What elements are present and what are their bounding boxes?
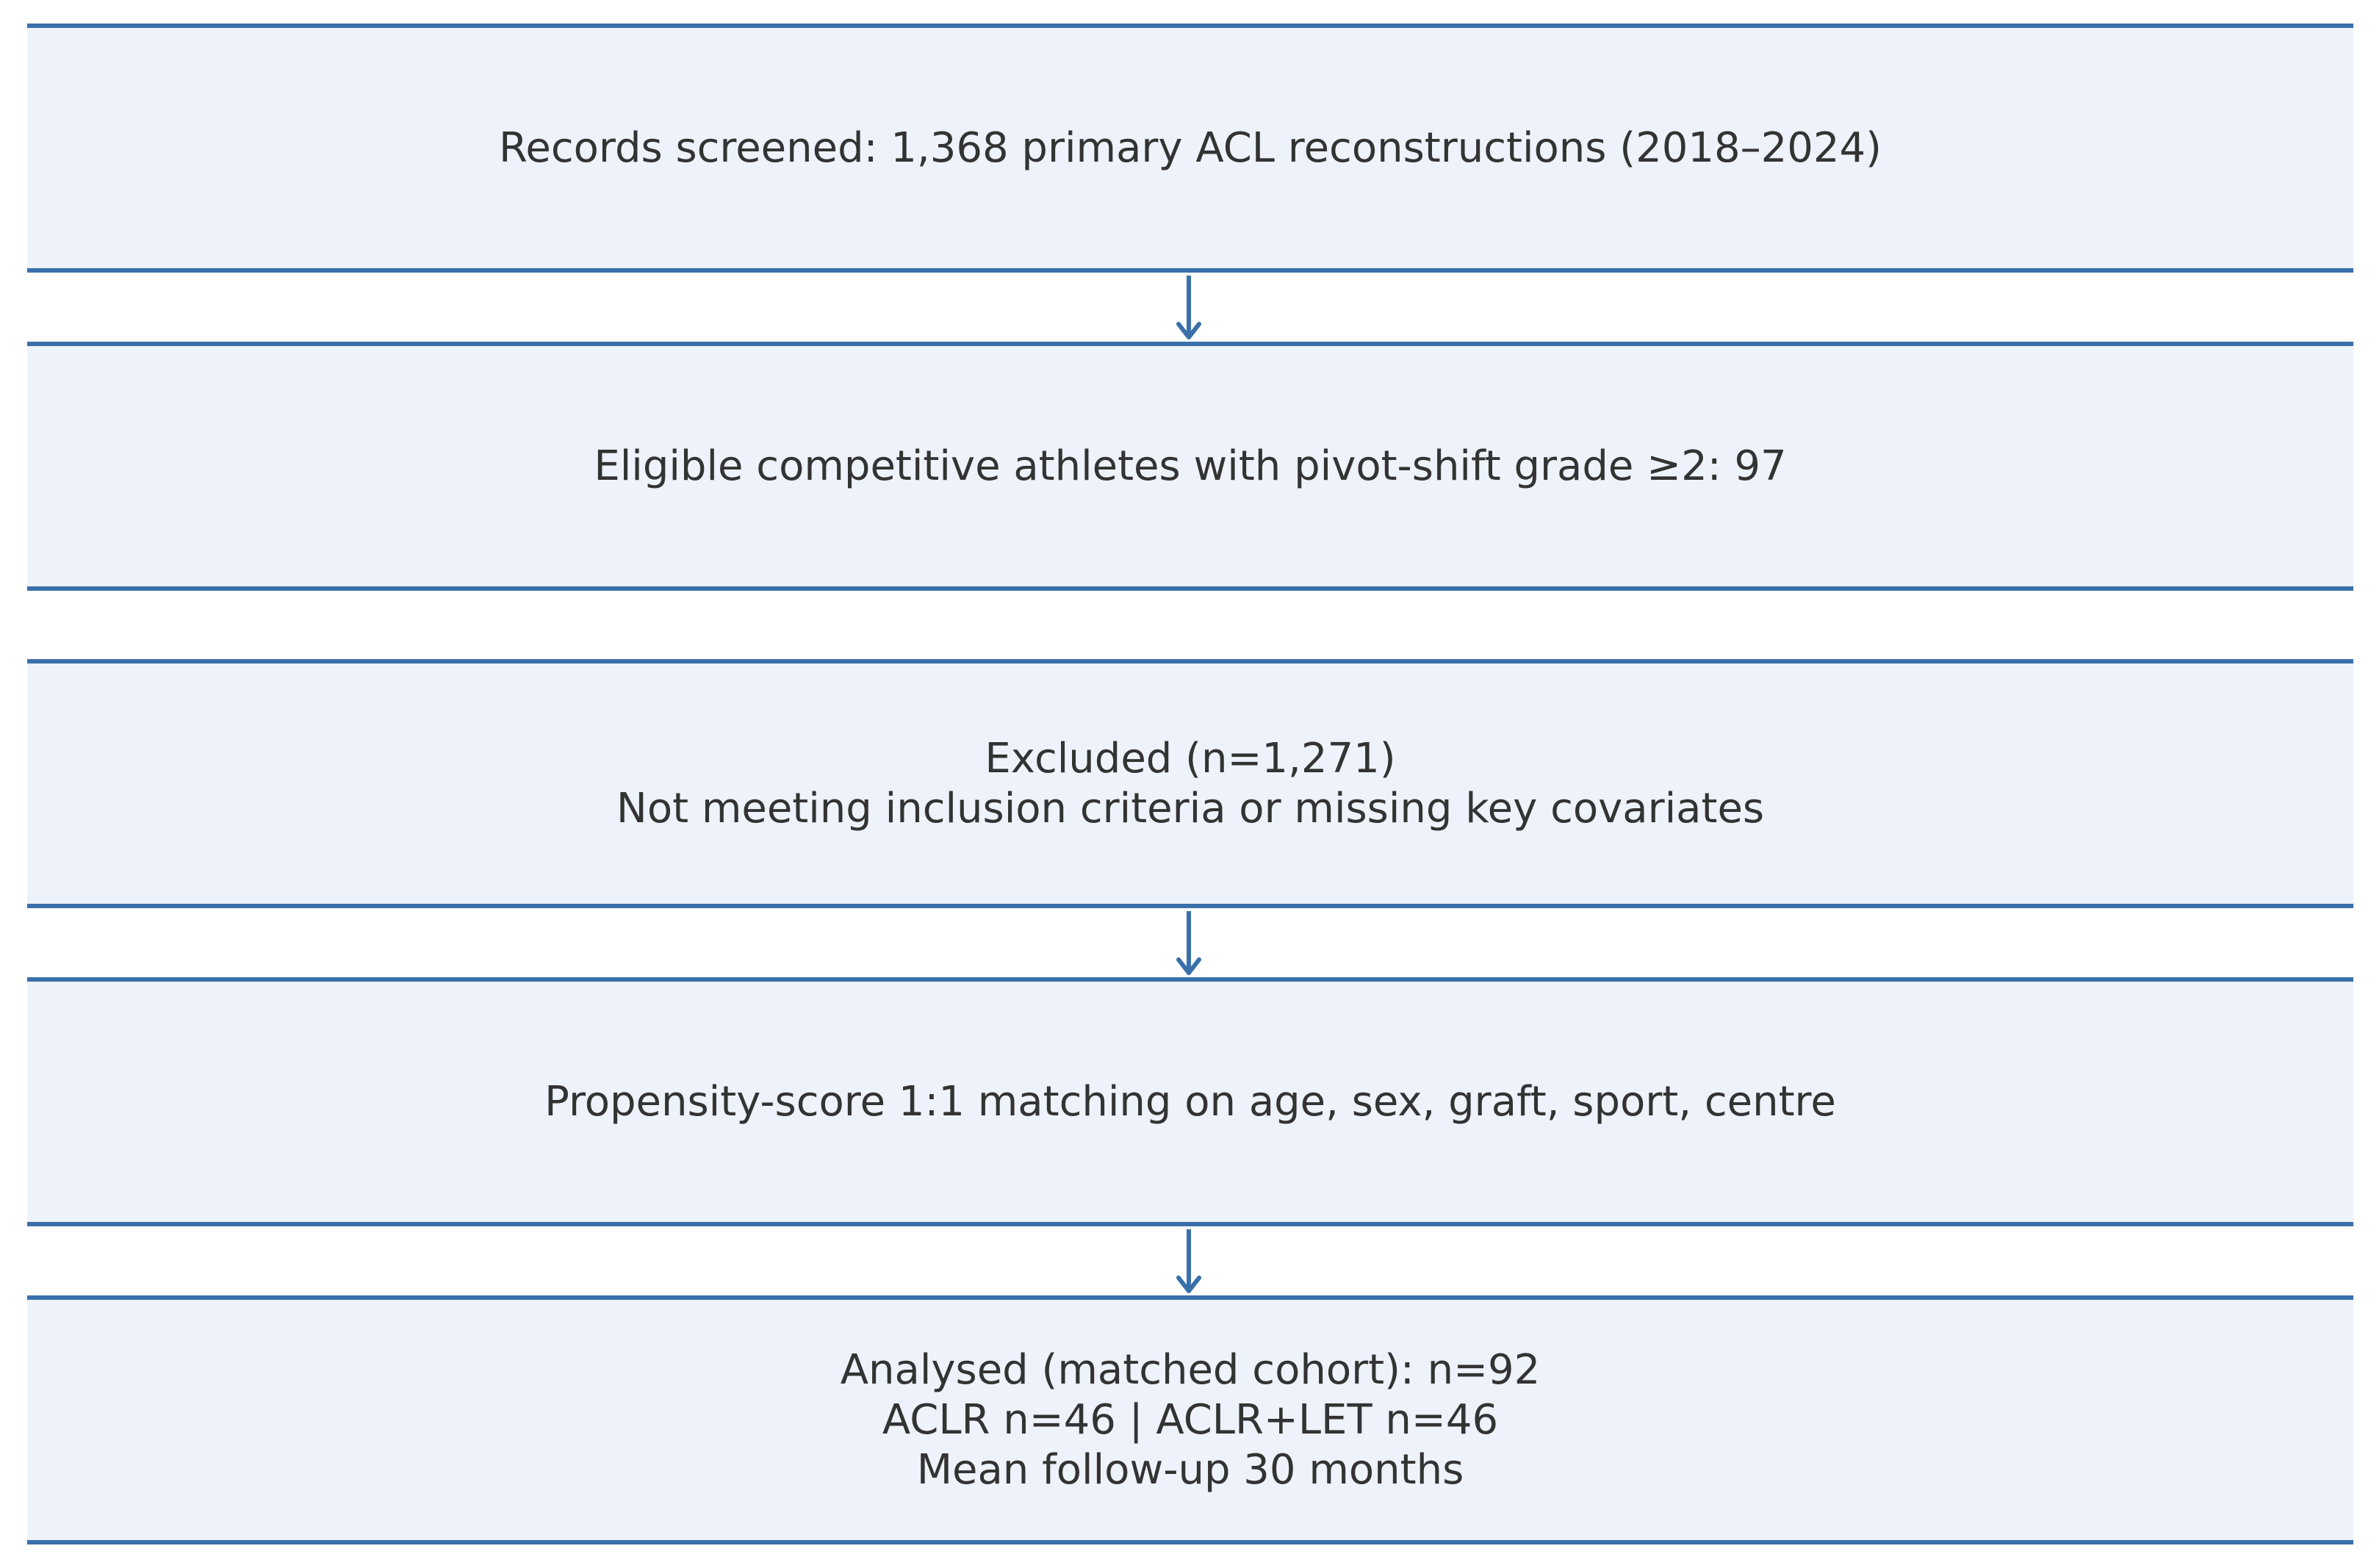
flow-box-line: Eligible competitive athletes with pivot…: [594, 442, 1787, 490]
flow-box-line: Records screened: 1,368 primary ACL reco…: [499, 123, 1882, 172]
flow-box-text: Excluded (n=1,271) Not meeting inclusion…: [616, 734, 1764, 834]
flow-box-eligible-athletes: Eligible competitive athletes with pivot…: [27, 342, 2353, 591]
flow-box-analysed-cohort: Analysed (matched cohort): n=92 ACLR n=4…: [27, 1295, 2353, 1544]
flow-box-line: ACLR n=46 | ACLR+LET n=46: [882, 1395, 1499, 1444]
flow-box-records-screened: Records screened: 1,368 primary ACL reco…: [27, 24, 2353, 273]
down-arrow-icon: [1176, 276, 1201, 339]
flow-box-line: Not meeting inclusion criteria or missin…: [616, 784, 1765, 832]
down-arrow-icon: [1176, 911, 1201, 975]
flow-box-line: Propensity-score 1:1 matching on age, se…: [544, 1077, 1836, 1126]
flow-box-line: Analysed (matched cohort): n=92: [840, 1345, 1541, 1394]
flow-box-line: Mean follow-up 30 months: [916, 1445, 1464, 1494]
down-arrow-icon: [1176, 1229, 1201, 1293]
flow-box-text: Propensity-score 1:1 matching on age, se…: [544, 1077, 1836, 1127]
flow-box-text: Eligible competitive athletes with pivot…: [594, 442, 1786, 492]
flow-box-text: Records screened: 1,368 primary ACL reco…: [499, 123, 1882, 173]
flow-box-propensity-matching: Propensity-score 1:1 matching on age, se…: [27, 977, 2353, 1226]
flow-box-excluded: Excluded (n=1,271) Not meeting inclusion…: [27, 659, 2353, 908]
flow-box-line: Excluded (n=1,271): [985, 734, 1396, 783]
flow-box-text: Analysed (matched cohort): n=92 ACLR n=4…: [841, 1345, 1541, 1495]
